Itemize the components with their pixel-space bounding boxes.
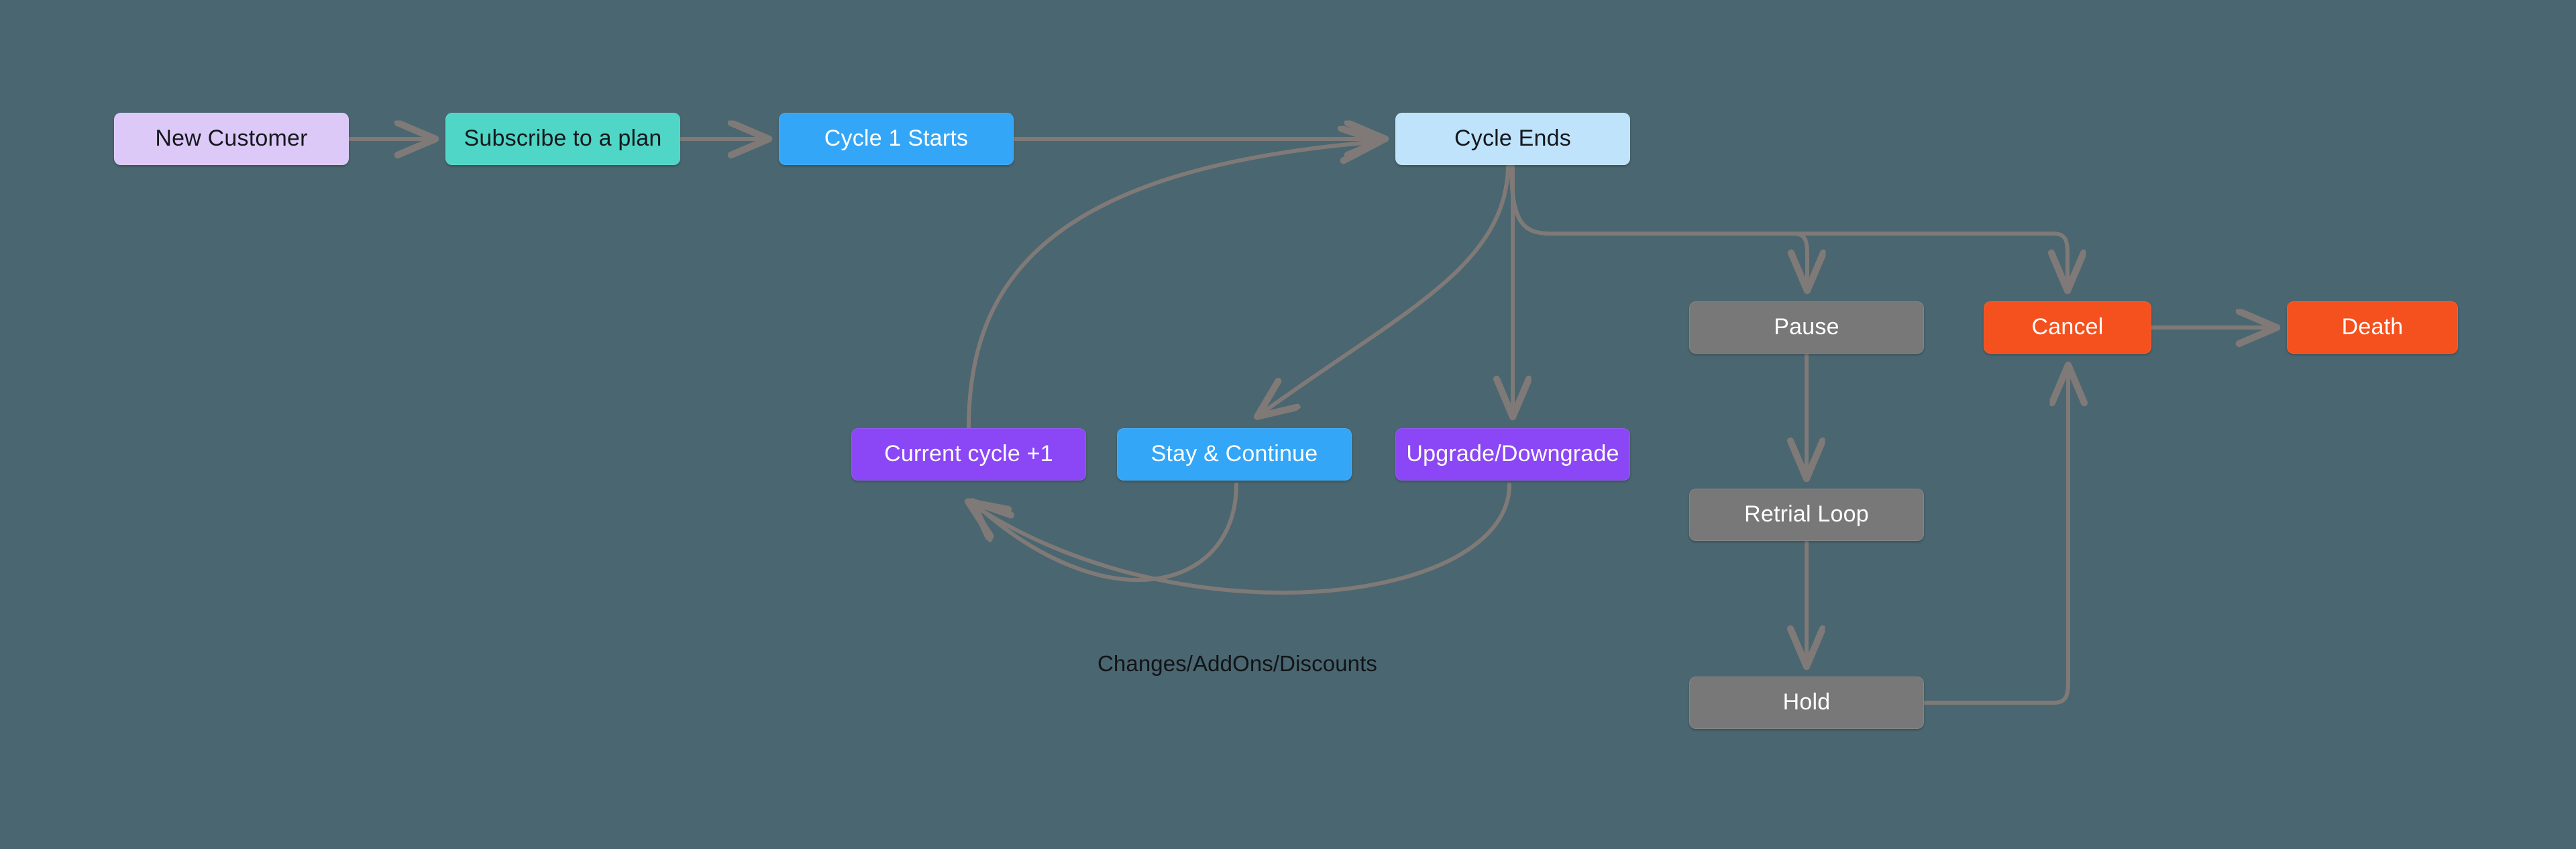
- node-label: Pause: [1774, 314, 1839, 340]
- edge-label-changes-addons-discounts: Changes/AddOns/Discounts: [1097, 651, 1377, 676]
- node-stay-and-continue[interactable]: Stay & Continue: [1117, 428, 1352, 481]
- node-label: Cycle 1 Starts: [824, 126, 969, 152]
- edge-cycle-ends-to-stay-continue: [1258, 164, 1510, 416]
- node-label: Stay & Continue: [1150, 441, 1318, 467]
- node-label: Cancel: [2031, 314, 2104, 340]
- node-retrial-loop[interactable]: Retrial Loop: [1689, 489, 1924, 541]
- edge-cycle-ends-to-pause: [1509, 164, 1807, 290]
- node-label: Hold: [1782, 689, 1831, 715]
- node-new-customer[interactable]: New Customer: [114, 113, 349, 165]
- node-subscribe-to-a-plan[interactable]: Subscribe to a plan: [445, 113, 680, 165]
- edge-current-cycle-to-cycle-ends: [967, 142, 1379, 430]
- node-label: Retrial Loop: [1744, 501, 1869, 528]
- edge-cycle-ends-to-cancel: [1509, 164, 2068, 290]
- node-current-cycle-plus-1[interactable]: Current cycle +1: [851, 428, 1086, 481]
- node-cycle-1-starts[interactable]: Cycle 1 Starts: [779, 113, 1014, 165]
- node-label: Upgrade/Downgrade: [1406, 441, 1619, 467]
- node-pause[interactable]: Pause: [1689, 301, 1924, 354]
- node-label: Subscribe to a plan: [464, 126, 662, 152]
- node-death[interactable]: Death: [2287, 301, 2458, 354]
- node-cancel[interactable]: Cancel: [1984, 301, 2151, 354]
- edge-upgrade-downgrade-to-current-cycle: [969, 483, 1511, 595]
- node-label: Current cycle +1: [884, 441, 1053, 467]
- node-hold[interactable]: Hold: [1689, 677, 1924, 729]
- node-label: Cycle Ends: [1454, 126, 1571, 152]
- edge-hold-to-cancel: [1922, 366, 2068, 705]
- node-label: Death: [2341, 314, 2404, 340]
- node-upgrade-downgrade[interactable]: Upgrade/Downgrade: [1395, 428, 1630, 481]
- node-label: New Customer: [155, 126, 308, 152]
- edge-stay-continue-to-current-cycle: [973, 483, 1238, 582]
- node-cycle-ends[interactable]: Cycle Ends: [1395, 113, 1630, 165]
